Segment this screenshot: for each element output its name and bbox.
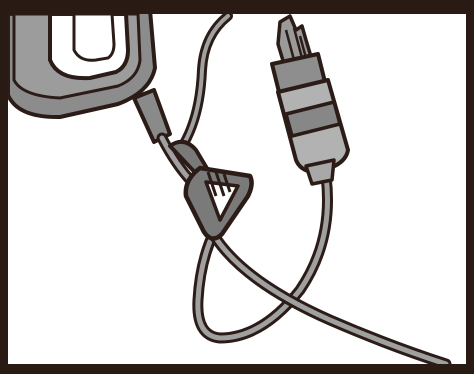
illustration-canvas: [0, 0, 474, 374]
cable-clip-illustration: [0, 0, 474, 374]
